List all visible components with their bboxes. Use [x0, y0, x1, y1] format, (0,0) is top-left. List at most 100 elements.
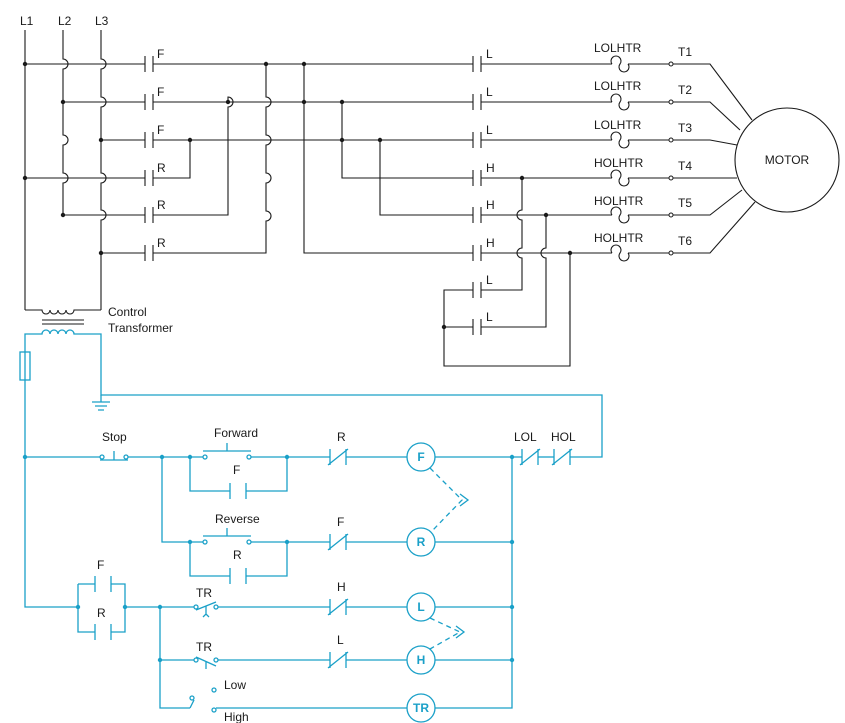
coil-h-label: H: [417, 653, 426, 667]
motor-symbol: [734, 107, 840, 213]
contact-label-h3: H: [486, 236, 495, 250]
low-label: Low: [224, 678, 246, 692]
line-label-l3: L3: [95, 14, 109, 28]
fr-parallel-r-contact: [94, 624, 112, 640]
contact-label-l3: L: [486, 123, 493, 137]
l-interlock-label: L: [337, 633, 344, 647]
rung-reverse-wire: [189, 541, 512, 577]
overload-heaters: [610, 55, 630, 262]
forward-label: Forward: [214, 426, 258, 440]
stop-button[interactable]: [99, 451, 129, 461]
terminal-label-t6: T6: [678, 234, 692, 248]
tr-contact-nc: [193, 601, 219, 618]
fr-link-tick: [459, 493, 470, 507]
f-interlock-contact: [327, 533, 349, 551]
transformer-label-2: Transformer: [108, 321, 173, 335]
fr-parallel-wire: [77, 583, 160, 633]
coil-l-label: L: [417, 600, 424, 614]
h-interlock-contact: [327, 598, 349, 616]
low-high-selector[interactable]: [189, 687, 407, 713]
wye-junctions: [441, 175, 573, 330]
lol-label: LOL: [514, 430, 537, 444]
contact-label-f3: F: [157, 123, 164, 137]
r-seal-contact: [229, 568, 247, 584]
stop-label: Stop: [102, 430, 127, 444]
row-wires-left: [25, 63, 145, 254]
lh-contacts: L L L H H H: [472, 47, 495, 261]
terminal-label-t3: T3: [678, 121, 692, 135]
terminal-dots: [668, 61, 674, 256]
r-interlock-label: R: [337, 430, 346, 444]
heater-label-1: LOLHTR: [594, 41, 642, 55]
hol-label: HOL: [551, 430, 576, 444]
contact-label-f2: F: [157, 85, 164, 99]
rung-low-wire: [159, 606, 512, 709]
high-label: High: [224, 710, 249, 723]
transformer-secondary: [24, 329, 603, 458]
f-interlock-label: F: [337, 515, 344, 529]
r-seal-label: R: [233, 548, 242, 562]
contact-label-h2: H: [486, 198, 495, 212]
transformer-label-1: Control: [108, 305, 147, 319]
terminal-label-t5: T5: [678, 196, 692, 210]
contact-label-r2: R: [157, 198, 166, 212]
lol-contact: [519, 448, 541, 466]
forward-button[interactable]: [202, 443, 252, 460]
fr-contacts: F F F R R R: [144, 47, 166, 261]
terminal-label-t4: T4: [678, 159, 692, 173]
bus-l2: [62, 30, 69, 215]
transformer-core: [42, 319, 84, 325]
heater-label-2: LOLHTR: [594, 79, 642, 93]
coil-f: [406, 442, 436, 472]
transformer-primary: [25, 309, 101, 315]
crossover-wiring: [153, 63, 473, 254]
r-interlock-contact: [327, 448, 349, 466]
contact-label-l2: L: [486, 85, 493, 99]
hol-contact: [551, 448, 573, 466]
coil-r-label: R: [417, 535, 426, 549]
coil-tr: [406, 693, 436, 723]
heater-label-5: HOLHTR: [594, 194, 644, 208]
motor-leads: [673, 63, 756, 254]
line-label-l2: L2: [58, 14, 72, 28]
terminal-leads: [628, 63, 670, 254]
coil-r: [406, 527, 436, 557]
line-label-l1: L1: [20, 14, 34, 28]
fr-parallel-f-label: F: [97, 558, 104, 572]
contact-label-r3: R: [157, 236, 166, 250]
fr-parallel-r-label: R: [97, 606, 106, 620]
tr-no-label: TR: [196, 640, 212, 654]
lh-link-tick: [455, 625, 466, 639]
reverse-button[interactable]: [202, 528, 252, 545]
wye-contacts: L L: [472, 273, 493, 335]
reverse-label: Reverse: [215, 512, 260, 526]
ground-icon: [92, 395, 110, 411]
contact-label-l4: L: [486, 273, 493, 287]
coil-tr-label: TR: [413, 701, 429, 715]
tr-contact-no: [193, 656, 219, 669]
control-left-rail: [24, 380, 78, 608]
contact-label-f1: F: [157, 47, 164, 61]
terminal-label-t2: T2: [678, 83, 692, 97]
power-circuit: L1 L2 L3 F F F R R R: [20, 14, 840, 367]
terminal-label-t1: T1: [678, 45, 692, 59]
contact-label-r1: R: [157, 161, 166, 175]
f-seal-label: F: [233, 463, 240, 477]
f-seal-contact: [229, 483, 247, 499]
lh-mechanical-link: [429, 617, 462, 650]
contact-label-h1: H: [486, 161, 495, 175]
coil-h: [406, 645, 436, 675]
control-right-rail: [435, 457, 513, 709]
heater-label-3: LOLHTR: [594, 118, 642, 132]
bus-l3: [100, 30, 107, 310]
crossover-junctions: [187, 61, 383, 143]
heater-label-6: HOLHTR: [594, 231, 644, 245]
contact-label-l5: L: [486, 310, 493, 324]
coil-f-label: F: [417, 450, 424, 464]
fr-parallel-f-contact: [94, 576, 112, 592]
h-interlock-label: H: [337, 580, 346, 594]
coil-l: [406, 592, 436, 622]
control-circuit: Stop Forward F R F LOL HOL: [19, 329, 603, 723]
tr-nc-label: TR: [196, 586, 212, 600]
